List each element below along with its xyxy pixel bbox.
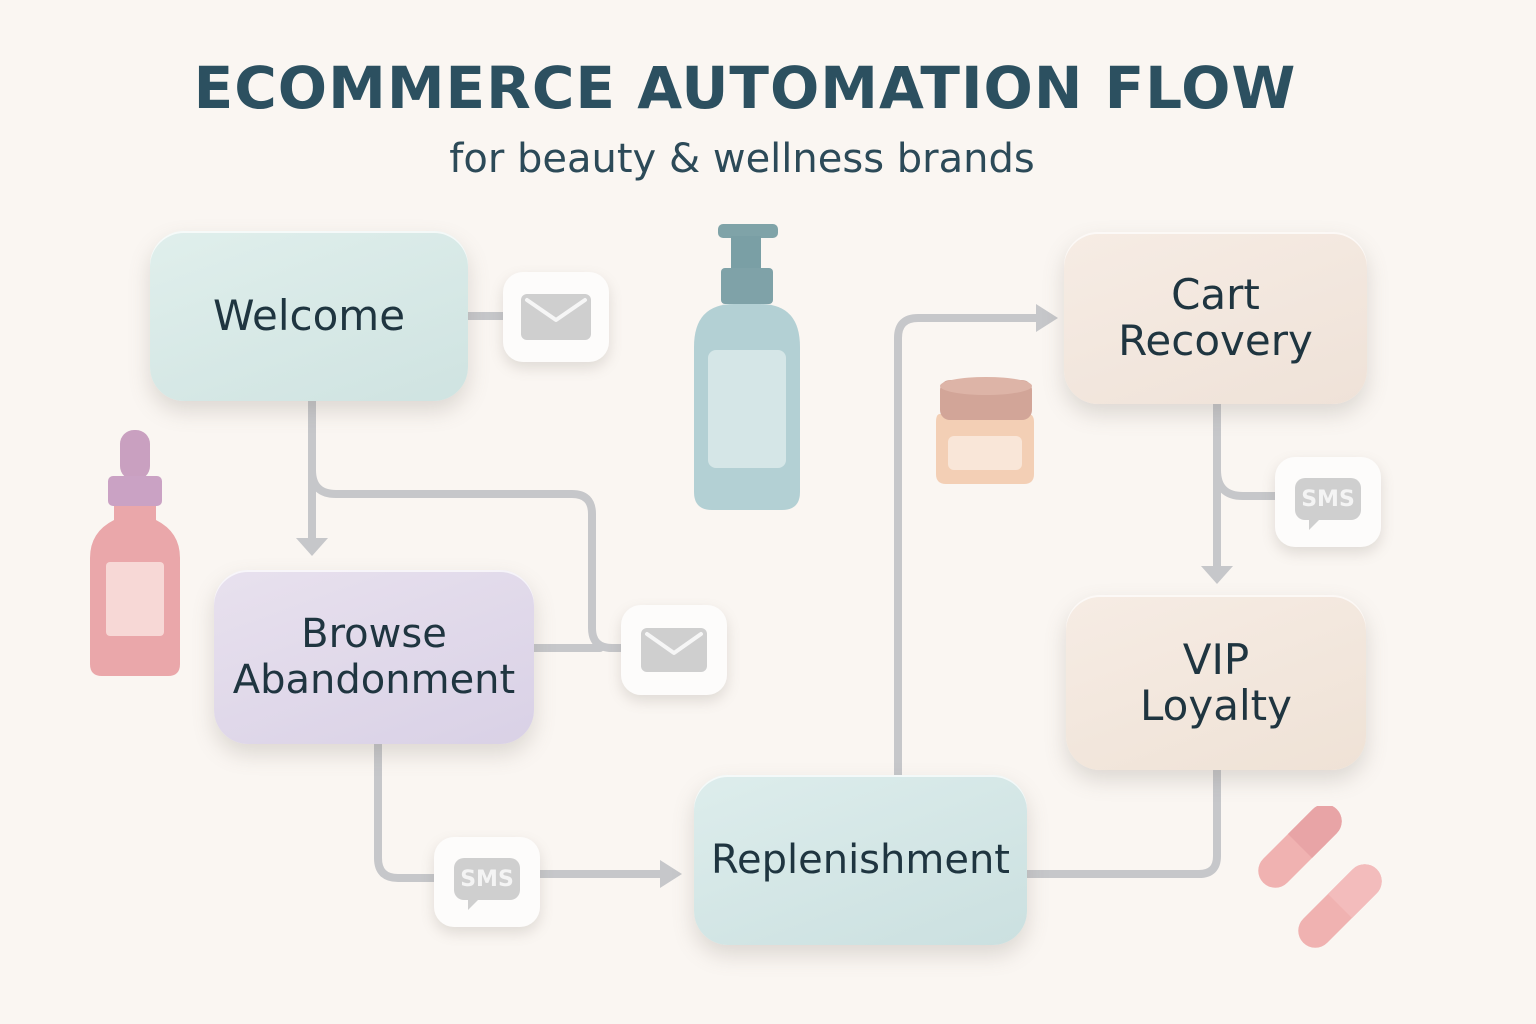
cream-jar-icon [936, 377, 1034, 484]
sms-bubble-icon: SMS [1295, 478, 1361, 530]
node-vip-loyalty-label: VIP Loyalty [1140, 634, 1292, 730]
connector-browse-to-sms [374, 740, 438, 882]
channel-email-welcome[interactable] [503, 272, 609, 362]
channel-sms-cart[interactable]: SMS [1275, 457, 1381, 547]
arrowhead-to-browse [296, 538, 328, 556]
page-title: ECOMMERCE AUTOMATION FLOW [193, 54, 1297, 122]
envelope-icon [521, 294, 591, 340]
node-browse-abandonment[interactable]: Browse Abandonment [214, 570, 534, 744]
sms-bubble-icon: SMS [454, 858, 520, 910]
connector-replenishment-to-cart [894, 314, 1042, 779]
node-welcome-label: Welcome [212, 291, 406, 340]
node-browse-abandonment-label: Browse Abandonment [232, 611, 516, 703]
sms-label: SMS [1301, 486, 1355, 512]
sms-label: SMS [460, 866, 514, 892]
page-subtitle: for beauty & wellness brands [449, 136, 1035, 182]
arrowhead-to-replenishment [660, 860, 682, 888]
dropper-bottle-icon [90, 430, 180, 676]
arrowhead-to-cart [1036, 304, 1058, 332]
node-cart-recovery-label: Cart Recovery [1118, 270, 1313, 365]
node-replenishment-label: Replenishment [711, 837, 1010, 883]
connector-vip-to-replenishment [1023, 766, 1221, 878]
node-replenishment[interactable]: Replenishment [694, 775, 1027, 945]
capsule-pills-icon [1258, 806, 1382, 948]
connector-cart-to-sms [1213, 466, 1279, 500]
pump-bottle-icon [694, 224, 800, 510]
node-cart-recovery[interactable]: Cart Recovery [1064, 232, 1367, 404]
node-welcome[interactable]: Welcome [150, 231, 468, 401]
channel-sms-replenishment[interactable]: SMS [434, 837, 540, 927]
envelope-icon [641, 628, 707, 672]
node-vip-loyalty[interactable]: VIP Loyalty [1066, 595, 1366, 770]
arrowhead-to-vip [1201, 566, 1233, 584]
channel-email-browse[interactable] [621, 605, 727, 695]
